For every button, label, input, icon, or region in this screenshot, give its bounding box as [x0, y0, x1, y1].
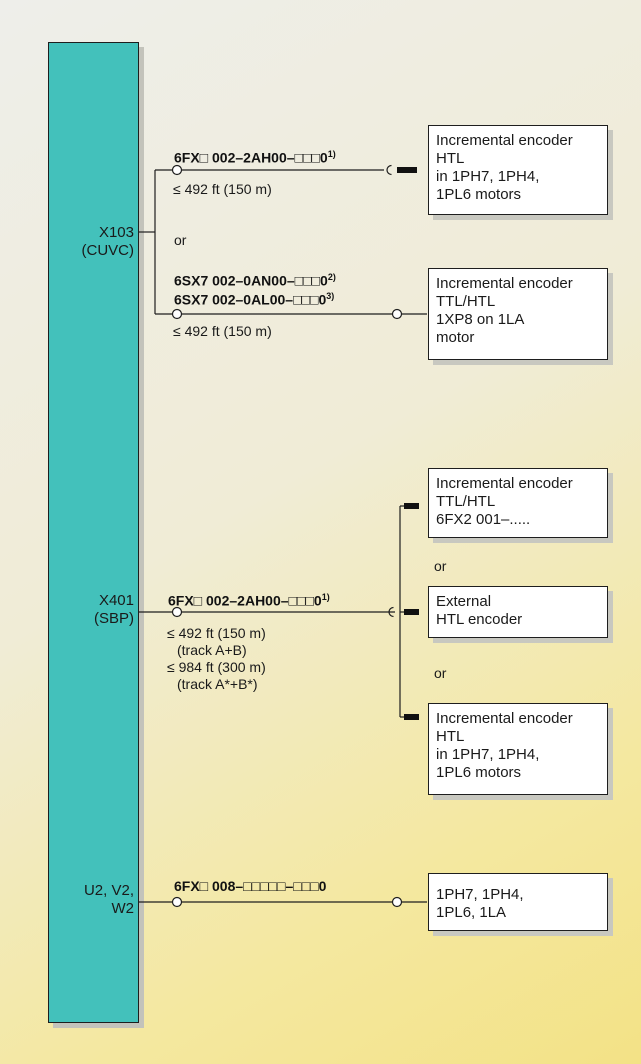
or-label-1: or — [434, 558, 447, 574]
connector-x103-name: X103 — [98, 224, 134, 241]
d1-line3: in 1PH7, 1PH4, — [436, 168, 540, 185]
connector-x401-label: X401 (SBP) — [44, 592, 134, 628]
cable3-end-socket — [388, 606, 394, 618]
cable2-end-circle — [391, 308, 403, 320]
d2-line2: TTL/HTL — [436, 293, 496, 310]
d3-line1: Incremental encoder — [436, 475, 573, 492]
d1-line2: HTL — [436, 150, 465, 167]
d3-line3: 6FX2 001–..... — [436, 511, 531, 528]
cable3-detail-2: (track A*+B*) — [177, 676, 258, 692]
d1-line1: Incremental encoder — [436, 132, 573, 149]
cable2-code-b: 6SX7 002–0AL00–□□□03) — [174, 291, 335, 308]
cable2-code-a: 6SX7 002–0AN00–□□□02) — [174, 272, 336, 289]
cable2-length: ≤ 492 ft (150 m) — [173, 323, 272, 339]
or-label-x103: or — [174, 232, 187, 248]
connector-u2-name: U2, V2, — [83, 882, 134, 899]
d3-plug — [404, 503, 419, 509]
cable3-start-circle — [171, 606, 183, 618]
d4-line1: External — [436, 593, 492, 610]
cable4-code: 6FX□ 008–□□□□□–□□□0 — [174, 878, 327, 894]
cable3-detail-1: (track A+B) — [177, 642, 247, 658]
d5-line4: 1PL6 motors — [436, 764, 522, 781]
d1-line4: 1PL6 motors — [436, 186, 522, 203]
device-box-2: Incremental encoder TTL/HTL 1XP8 on 1LA … — [428, 268, 608, 360]
connector-strip — [48, 42, 139, 1023]
connector-u2-label: U2, V2, W2 — [44, 882, 134, 918]
connector-x103-label: X103 (CUVC) — [44, 224, 135, 260]
connector-u2-sub: W2 — [111, 900, 135, 917]
or-label-2: or — [434, 665, 447, 681]
connector-x401-sub: (SBP) — [93, 610, 134, 627]
device-box-5: Incremental encoder HTL in 1PH7, 1PH4, 1… — [428, 703, 608, 795]
d5-line2: HTL — [436, 728, 465, 745]
cable4-start-circle — [171, 896, 183, 908]
device-box-4: External HTL encoder — [428, 586, 608, 638]
cable1-length: ≤ 492 ft (150 m) — [173, 181, 272, 197]
d2-line3: 1XP8 on 1LA — [436, 311, 525, 328]
d5-plug — [404, 714, 419, 720]
cable1-end-socket — [386, 164, 392, 176]
device-box-1: Incremental encoder HTL in 1PH7, 1PH4, 1… — [428, 125, 608, 215]
d2-line1: Incremental encoder — [436, 275, 573, 292]
cable3-length-2: ≤ 984 ft (300 m) — [167, 659, 266, 675]
cable2-start-circle — [171, 308, 183, 320]
cable3-code: 6FX□ 002–2AH00–□□□01) — [168, 592, 330, 609]
cable1-code: 6FX□ 002–2AH00–□□□01) — [174, 149, 336, 166]
d3-line2: TTL/HTL — [436, 493, 496, 510]
d4-plug — [404, 609, 419, 615]
cable1-start-circle — [171, 164, 183, 176]
cable3-length-1: ≤ 492 ft (150 m) — [167, 625, 266, 641]
connector-x401-name: X401 — [98, 592, 134, 609]
d4-line2: HTL encoder — [436, 611, 523, 628]
d6-line2: 1PL6, 1LA — [436, 904, 507, 921]
device-box-6: 1PH7, 1PH4, 1PL6, 1LA — [428, 873, 608, 931]
d5-line1: Incremental encoder — [436, 710, 573, 727]
d5-line3: in 1PH7, 1PH4, — [436, 746, 540, 763]
d1-plug — [397, 167, 417, 173]
connector-x103-sub: (CUVC) — [81, 242, 135, 259]
d6-line1: 1PH7, 1PH4, — [436, 886, 524, 903]
d2-line4: motor — [436, 329, 475, 346]
cable4-end-circle — [391, 896, 403, 908]
device-box-3: Incremental encoder TTL/HTL 6FX2 001–...… — [428, 468, 608, 538]
